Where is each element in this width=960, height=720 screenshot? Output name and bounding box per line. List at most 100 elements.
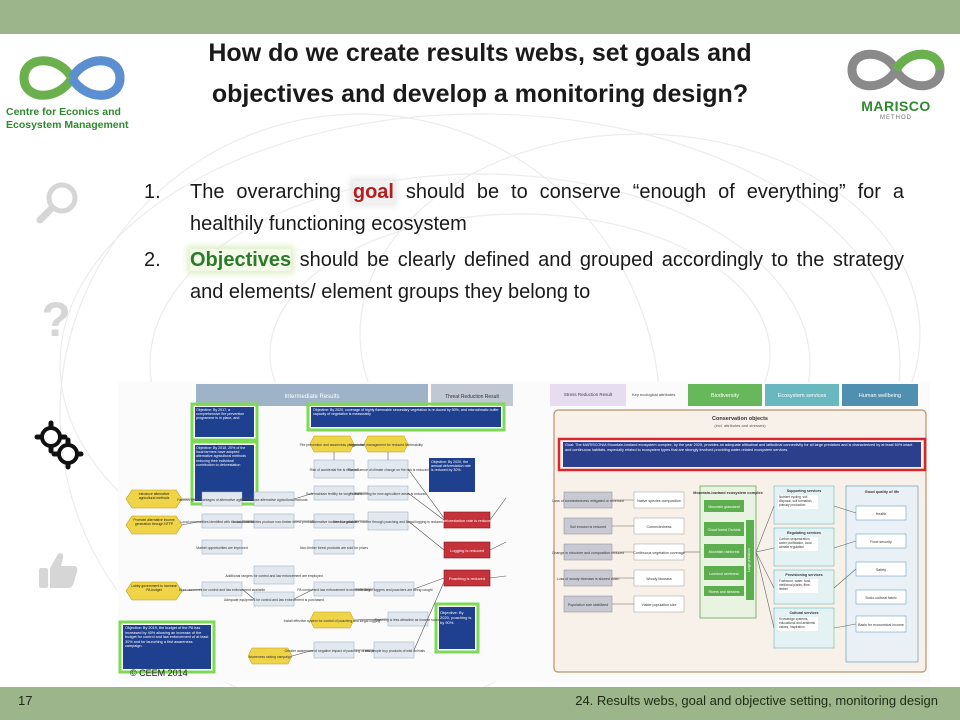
stress-node-label: Change in structure and composition redu… [552,551,625,555]
strategy-node: Promote alternative income generation th… [125,515,183,535]
conservation-objects-subtitle: (incl. attributes and stresses) [714,423,766,428]
marisco-logo-subtext: METHOD [880,115,912,121]
slide-number: 17 [18,693,33,708]
intermediate-node-label: Adequate equipment for control and law e… [224,598,324,602]
objective-text: Objective: By 2018, 20% of the local far… [196,446,246,467]
service-items: Fuelwood, water, food, medicinal plants,… [778,579,818,593]
stress-node-label: Loss of connectedness mitigated or rever… [552,499,624,503]
intermediate-node-label: Greater awareness of negative impact of … [285,649,384,653]
intermediate-node-label: Local communities produce non-timber for… [233,520,315,524]
diagram-header-label: Threat Reduction Result [445,394,500,400]
diagram-header-label: Key ecological attributes [632,392,675,397]
intermediate-node-label: Farmers use alternative agricultural met… [240,498,307,502]
objective-text: Objective: By 2020, coverage of highly f… [313,408,499,417]
intermediate-node-label: Awareness raising campaign [248,655,291,659]
diagram-header [688,384,762,406]
ceem-logo-text: Centre for Econics and Ecosystem Managem… [6,106,129,131]
objectives-highlight: Objectives [190,249,292,271]
attribute-node-label: Connectedness [647,525,672,529]
strategy-text: Promote alternative income generation th… [133,518,175,526]
wellbeing-item-label: Safety [876,568,886,572]
diagram-header [196,384,428,406]
objective-box: Objective: By 2020, the annual deforesta… [429,458,475,492]
biodiversity-item-label: Cloud forest Orchids [708,528,741,532]
diagram-header-label: Biodiversity [711,393,739,399]
stress-node-label: Soil erosion is reduced [570,525,606,529]
biodiversity-box-title: Mountain-lowland ecosystem complex [693,491,763,495]
biodiversity-item-label: Rivers and streams [709,590,740,594]
intermediate-node-label: Additional rangers for control and law e… [225,574,322,578]
threat-reduction-results: Deforestation rate is reduced Logging is… [441,511,493,587]
intermediate-node-label: Fire prevention and awareness programme [300,443,365,447]
intermediate-node-label: Vegetation management for reduced flamma… [349,443,423,447]
objective-text: Objective: By 2020, the annual deforesta… [431,460,471,473]
intermediate-node-label: Risk of accidental fire is reduced [310,468,359,472]
diagram-header-label: Human wellbeing [859,393,901,399]
objective-text: Objective: By 2020, poaching is by 90%. [440,610,472,625]
objective-box: Objective: By 2019, the budget of the PA… [118,620,216,674]
intermediate-node-label: Non-timber forest products are sold for … [300,546,368,550]
connection-lines [181,452,507,657]
thumbs-up-icon [39,553,78,588]
service-items: Knowledge systems, educational and aesth… [778,617,818,631]
goal-highlight: goal [352,181,394,203]
biodiversity-item-label: Mountain grassland [708,505,739,509]
goal-text-holder: Goal: The MARISCONIA Mountain-lowland ec… [565,443,913,452]
goal-text: Goal: The MARISCONIA Mountain-lowland ec… [565,443,913,452]
intermediate-node-label: Less people buy products of wild animals [363,649,425,653]
wellbeing-item-label: Basis for economical income [858,623,904,627]
service-items: Carbon sequestration, water purification… [778,537,818,551]
ceem-logo [19,56,125,100]
objective-box: Objective: By 2017, a comprehensive fire… [190,402,259,442]
service-title: Regulating services [787,531,821,535]
intermediate-node-label: Farmers see advantages of alternative ag… [177,498,267,502]
wellbeing-item-label: Health [876,512,886,516]
biodiversity-item-label: Mountain rainforest [709,550,740,554]
intermediate-node-label: Install effective system for control of … [284,619,381,623]
intermediate-node-label: More illegal loggers and poachers are be… [355,588,432,592]
intermediate-node-label: Market opportunities are improved [196,546,248,550]
service-title: Supporting services [787,489,822,493]
footer-title: 24. Results webs, goal and objective set… [575,693,938,708]
goal-box [563,442,921,467]
conservation-objects-title: Conservation objects [712,416,768,422]
strategy-text: Introduce alternative agricultural metho… [138,492,170,500]
diagram-header [765,384,839,406]
gears-icon [34,420,84,470]
results-web-diagram: Intermediate Results Threat Reduction Re… [118,382,930,682]
ecosystem-services: Supporting services Nutrient cycling, so… [773,485,835,649]
list-item: 1. The overarching goal should be to con… [140,176,904,240]
intermediate-node-label: The influence of climate change on fire … [347,468,428,472]
top-bar [0,0,960,34]
objective-box: Objective: By 2020, poaching is by 90%. [434,602,480,654]
biodiversity-item-label: Large predators [747,548,751,572]
attribute-node-label: Continuous vegetation coverage [633,551,685,555]
list-text-post: should be to conserve “enough of everyth… [190,181,904,235]
service-title: Cultural services [790,611,819,615]
intermediate-node-label: Local communities identified with the lo… [180,520,263,524]
list-number: 1. [144,181,161,203]
stress-node-label: Population size stabilized [568,603,608,607]
service-connectors [755,505,857,629]
diagram-header-label: Intermediate Results [284,394,339,400]
wellbeing-items: Health Food security Safety Socio-cultur… [855,505,907,633]
question-mark-icon: ? [41,294,70,342]
list-text-post: should be clearly defined and grouped ac… [190,249,904,303]
slide-title: How do we create results webs, set goals… [208,39,752,108]
diagram-header-label: Stress Reduction Result [564,392,613,397]
footer-bar [0,687,960,720]
threat-node-label: Poaching is reduced [449,576,485,581]
intermediate-node-label: PA control and law enforcement is more e… [297,588,370,592]
magnifier-icon [36,182,78,224]
biodiversity-items: Mountain grassland Cloud forest Orchids … [704,500,754,600]
list-number: 2. [144,249,161,271]
list-item: 2. Objectives should be clearly defined … [140,244,904,308]
service-items: Nutrient cycling, soil disposal, soil fo… [778,495,818,509]
key-ecological-attributes: Native species composition Connectedness… [633,491,685,613]
strategy-node: Introduce alternative agricultural metho… [125,489,183,509]
attribute-node-label: Native species composition [637,499,681,503]
diagram-header [431,384,513,406]
intermediate-node-label: Poaching is less attractive as income so… [375,618,442,622]
threat-node-label: Logging is reduced [450,548,484,553]
intermediate-node-label: Need to generate income through poaching… [333,520,443,524]
